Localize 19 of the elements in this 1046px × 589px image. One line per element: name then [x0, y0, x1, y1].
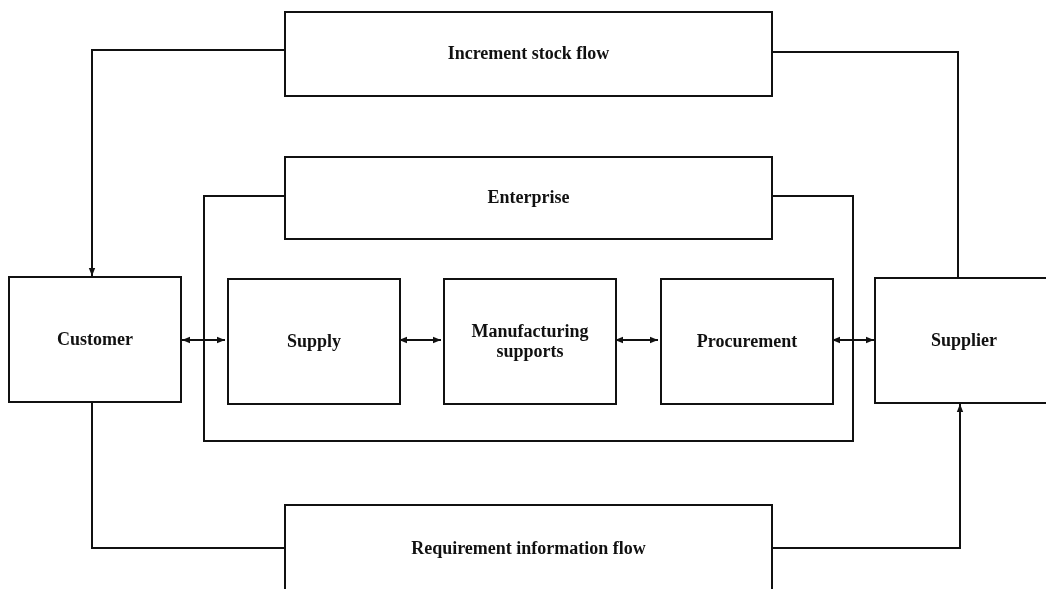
process-box — [660, 278, 834, 405]
node-label: Requirement information flow — [410, 539, 647, 559]
node-label: Supplier — [930, 330, 998, 351]
process-box — [8, 276, 182, 403]
node-label: Enterprise — [486, 188, 571, 208]
connector-arrow — [181, 336, 226, 344]
node-label: Procurement — [695, 331, 799, 352]
process-box — [443, 278, 617, 405]
node-label: Supply — [285, 331, 342, 352]
process-box — [874, 277, 1046, 404]
connector-arrow — [772, 403, 964, 549]
process-box — [227, 278, 401, 405]
node-label: Customer — [56, 329, 134, 350]
process-box — [284, 504, 773, 589]
process-box — [284, 156, 773, 240]
process-box — [284, 11, 773, 97]
connector-arrow — [88, 49, 285, 277]
node-label: Manufacturing supports — [470, 321, 590, 362]
node-label: Increment stock flow — [446, 44, 611, 64]
